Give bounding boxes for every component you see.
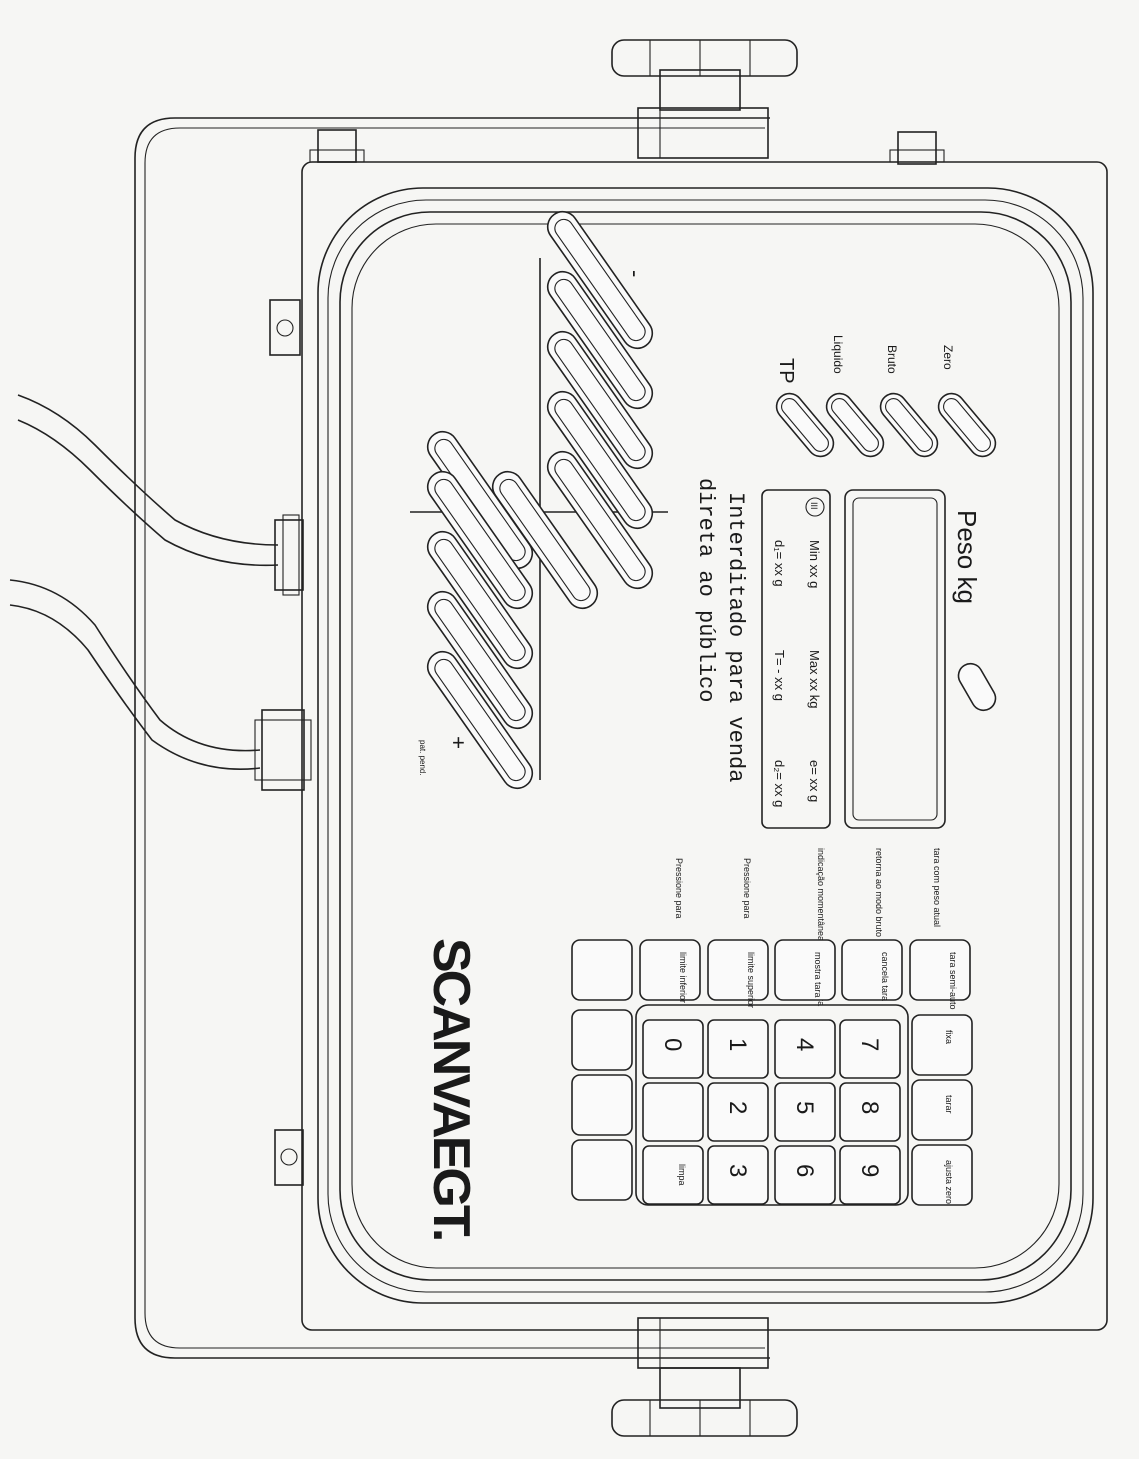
key-label: 3: [724, 1164, 751, 1177]
bottom-knob: [611, 1317, 798, 1437]
key-label: 0: [659, 1038, 686, 1051]
key-blank[interactable]: [642, 1082, 704, 1142]
key-label: 6: [791, 1164, 818, 1177]
bargraph-caption: pat. pend.: [418, 740, 427, 776]
keypad-frame: [635, 1004, 909, 1206]
spec-t: T= - xx g: [772, 650, 787, 701]
bargraph-segment: [491, 470, 599, 610]
bargraph-segment: [546, 330, 654, 470]
function-key-label: limite inferior: [678, 952, 688, 1003]
key-4[interactable]: 4: [774, 1019, 836, 1079]
specs-plate: [761, 489, 831, 829]
side-blank-button[interactable]: [571, 1074, 633, 1136]
mounting-bracket: [134, 117, 770, 1359]
key-label: limpa: [677, 1164, 687, 1186]
key-label: 5: [791, 1101, 818, 1114]
notice-line-1: Interditado para venda: [723, 492, 748, 782]
key-8[interactable]: 8: [839, 1082, 901, 1142]
display-title: Peso kg: [952, 510, 982, 604]
cancela-tara-button[interactable]: cancela tara: [841, 939, 903, 1001]
label-zero: Zero: [941, 345, 955, 370]
bargraph-segment: [426, 470, 534, 610]
bargraph-segments: [426, 210, 654, 790]
top-knob: [611, 39, 798, 159]
label-liquido: Liquido: [831, 335, 845, 374]
housing: [301, 161, 1108, 1331]
bargraph-segment: [426, 650, 534, 790]
label-tp: TP: [775, 358, 797, 384]
key-label: 2: [724, 1101, 751, 1114]
desc-pressione-1: Pressione para: [742, 858, 752, 919]
key-label: 7: [856, 1038, 883, 1051]
indicator-lamp-bruto: [879, 392, 939, 458]
tara-semi-auto-button[interactable]: tara semi-auto: [909, 939, 971, 1010]
bargraph-segment: [546, 450, 654, 590]
spec-e: e= xx g: [807, 760, 822, 802]
bargraph-segment: [426, 590, 534, 730]
cable-glands: [254, 299, 312, 1186]
desc-retorna: retorna ao modo bruto: [874, 848, 884, 937]
key-6[interactable]: 6: [774, 1145, 836, 1205]
desc-pressione-2: Pressione para: [674, 858, 684, 919]
key-1[interactable]: 1: [707, 1019, 769, 1079]
ajusta-zero-button[interactable]: ajusta zero: [911, 1144, 973, 1206]
key-label: 9: [856, 1164, 883, 1177]
top-keys: fixa tarar ajusta zero: [911, 1014, 973, 1206]
blank-function-button[interactable]: [571, 939, 633, 1001]
spec-d2: d₂= xx g: [772, 760, 787, 807]
key-label: 8: [856, 1101, 883, 1114]
limite-inferior-button[interactable]: limite inferior: [639, 939, 701, 1003]
indicator-lamp-tp: [775, 392, 835, 458]
function-keys: tara semi-auto cancela tara mostra tara lim…: [571, 939, 971, 1010]
label-bruto: Bruto: [885, 345, 899, 374]
indicator-lamp-zero: [937, 392, 997, 458]
key-2[interactable]: 2: [707, 1082, 769, 1142]
numeric-keypad: 7 8 9 4 5 6 1 2 3 0 limpa: [642, 1019, 901, 1205]
mostra-tara-button[interactable]: mostra tara: [774, 939, 836, 1001]
top-key-label: ajusta zero: [944, 1160, 954, 1204]
class-symbol: III: [809, 502, 819, 510]
key-label: 1: [724, 1038, 751, 1051]
tarar-button[interactable]: tarar: [911, 1079, 973, 1141]
display-led-button[interactable]: [954, 659, 1000, 714]
brand-logo: SCANVAEGT.: [422, 938, 480, 1239]
spec-min: Min xx g: [807, 540, 822, 588]
weight-display: [844, 489, 946, 829]
notice-line-2: direta ao público: [693, 478, 718, 702]
top-key-label: tarar: [944, 1095, 954, 1114]
side-keys: [571, 1009, 633, 1201]
bargraph-segment: [426, 530, 534, 670]
function-key-label: limite superior: [746, 952, 756, 1008]
spec-d1: d₁= xx g: [772, 540, 787, 587]
function-key-label: mostra tara: [813, 952, 823, 998]
spec-max: Max xx kg: [807, 650, 822, 709]
limite-superior-button[interactable]: limite superior: [707, 939, 769, 1008]
bargraph-minus: -: [623, 270, 648, 277]
screw-icons: [309, 129, 945, 165]
bargraph-segment: [546, 210, 654, 350]
bargraph-plus: +: [452, 730, 465, 755]
key-0[interactable]: 0: [642, 1019, 704, 1079]
side-blank-button[interactable]: [571, 1009, 633, 1071]
function-key-label: tara semi-auto: [948, 952, 958, 1010]
key-9[interactable]: 9: [839, 1145, 901, 1205]
bargraph-segment: [546, 270, 654, 410]
desc-indicacao: indicação momentânea do valor da tara: [816, 848, 826, 1006]
key-7[interactable]: 7: [839, 1019, 901, 1079]
fixa-button[interactable]: fixa: [911, 1014, 973, 1076]
key-5[interactable]: 5: [774, 1082, 836, 1142]
cables: [9, 394, 279, 770]
key-label: 4: [791, 1038, 818, 1051]
function-key-label: cancela tara: [880, 952, 890, 1001]
bargraph-segment: [546, 390, 654, 530]
side-blank-button[interactable]: [571, 1139, 633, 1201]
key-limpa[interactable]: limpa: [642, 1145, 704, 1205]
top-key-label: fixa: [944, 1030, 954, 1044]
indicator-lamp-liquido: [825, 392, 885, 458]
key-3[interactable]: 3: [707, 1145, 769, 1205]
desc-tara: tara com peso atual: [932, 848, 942, 927]
